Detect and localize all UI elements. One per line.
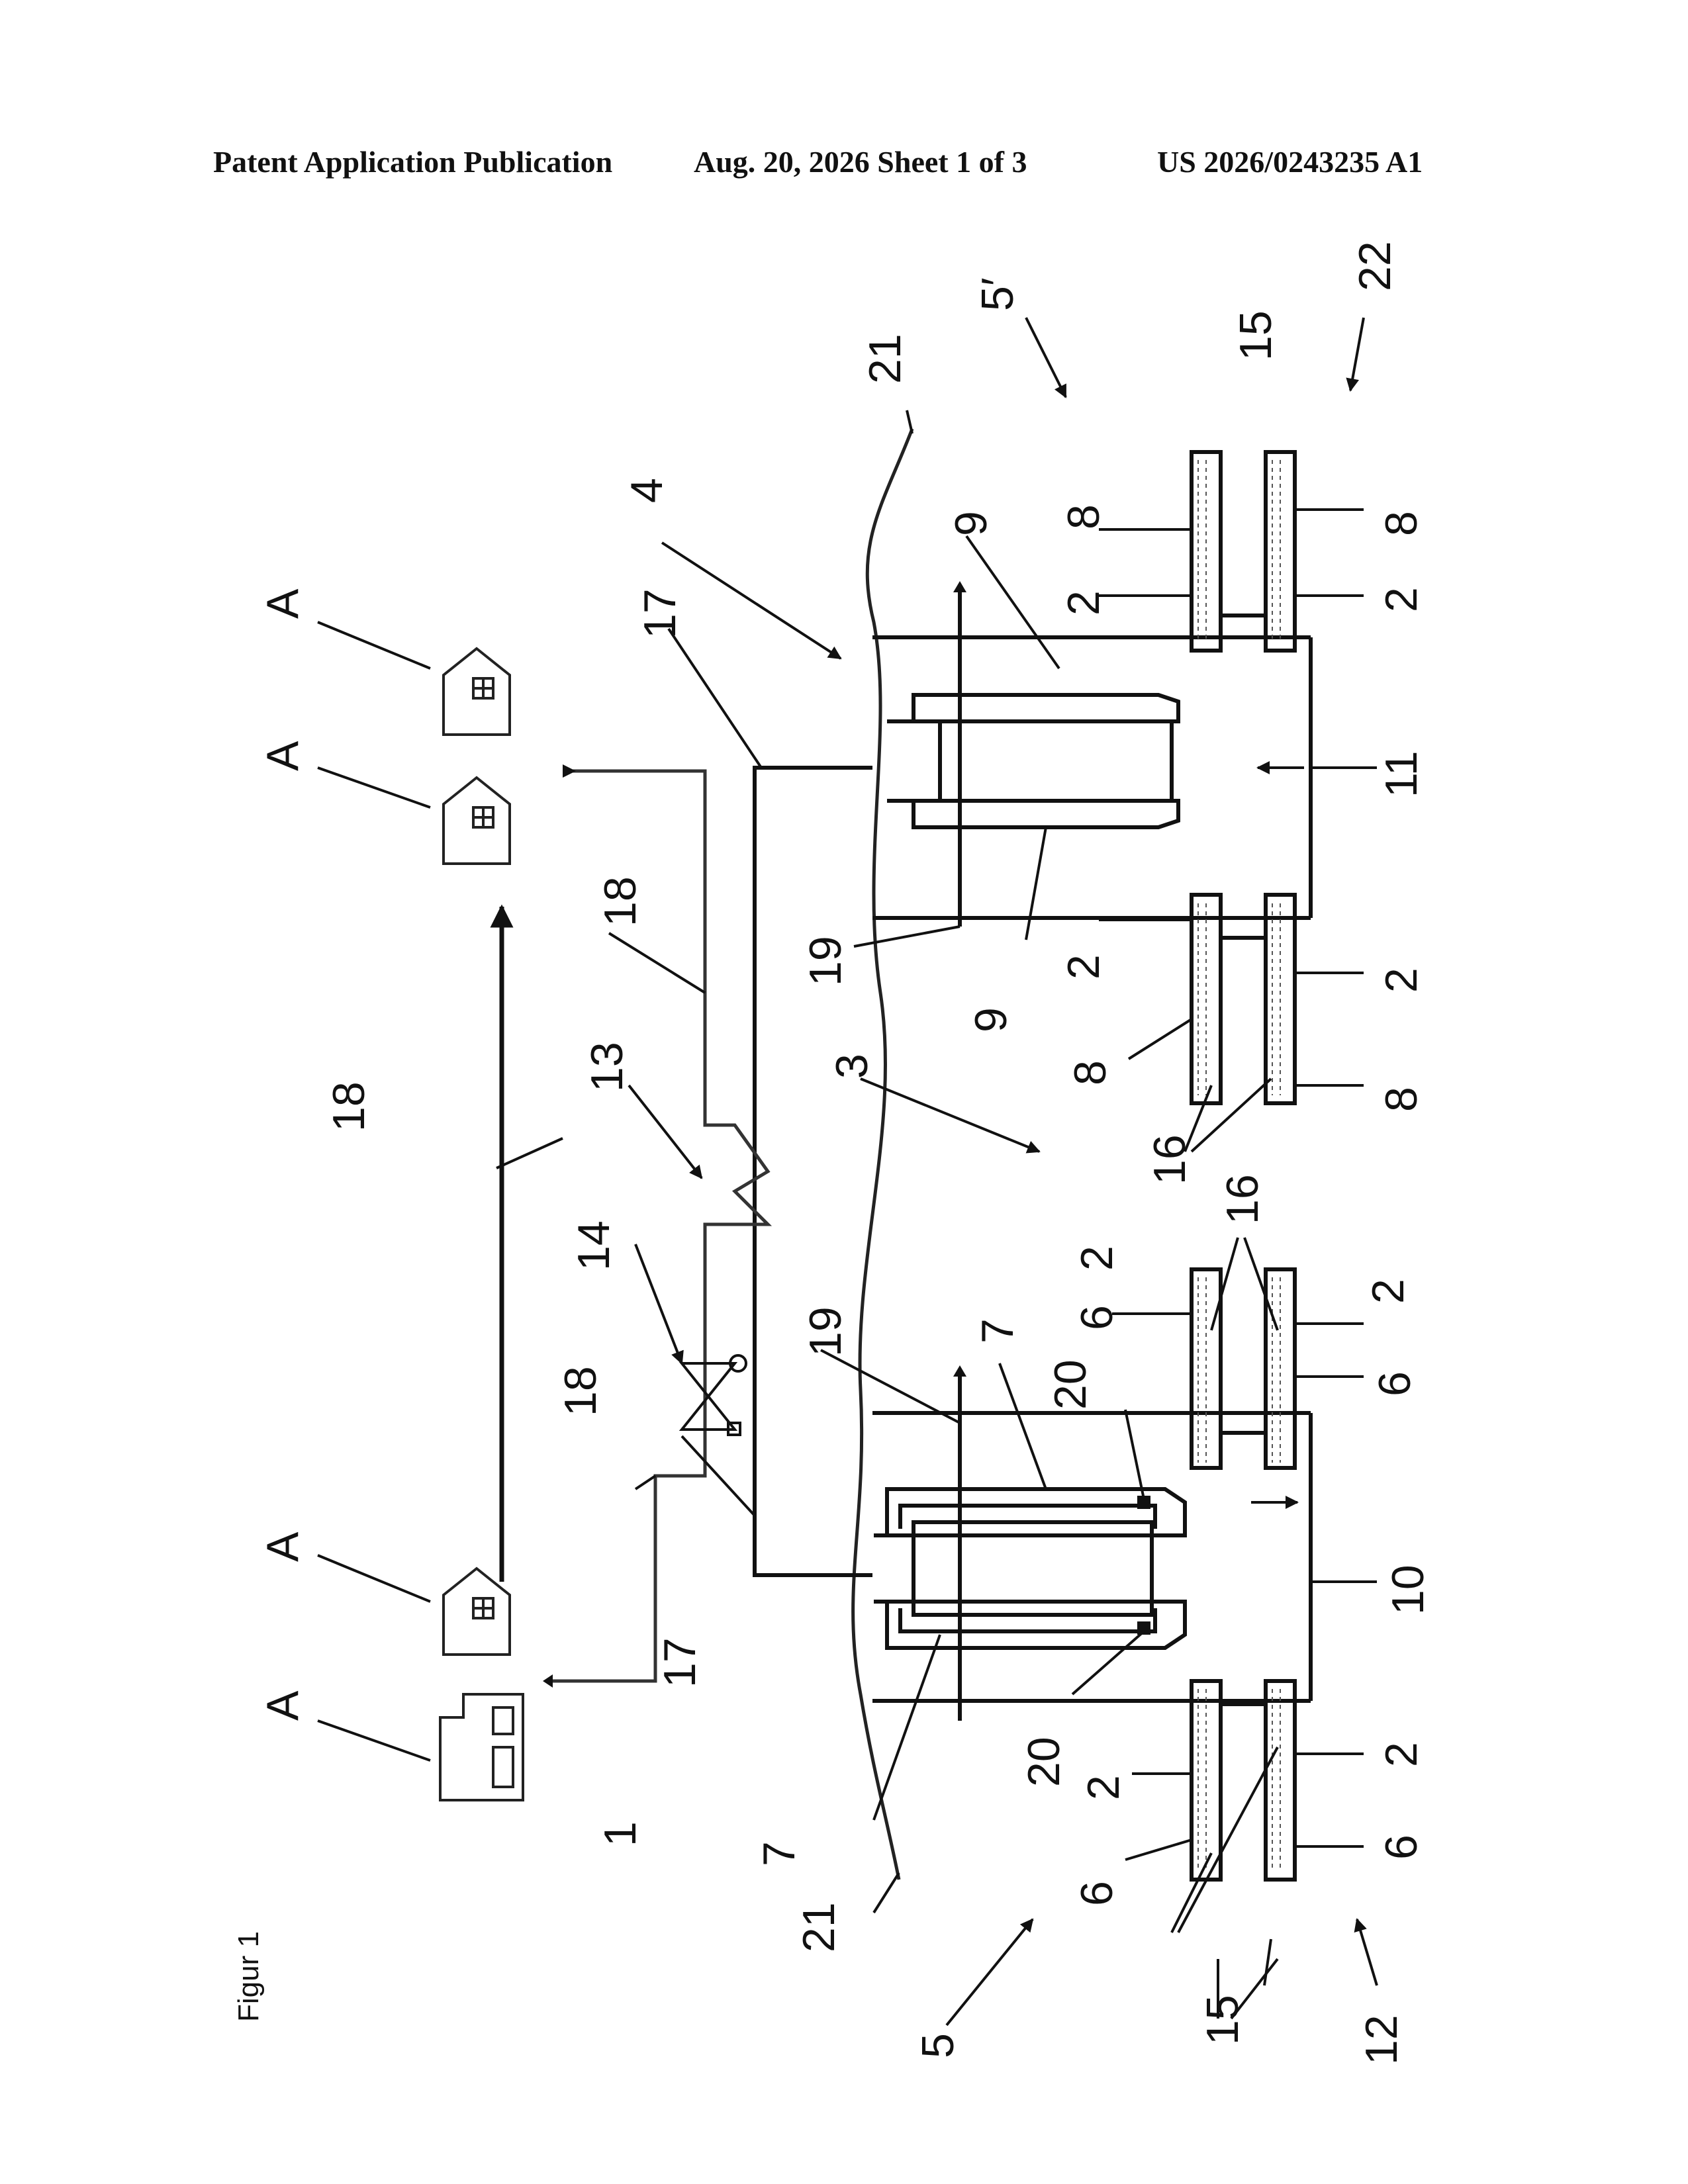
- lower-heat-exchanger-dashes: [1198, 1277, 1280, 1872]
- label-5-prime: 5′: [972, 277, 1023, 311]
- factory-icon: [440, 1694, 523, 1800]
- flow-arrow-return: [543, 1674, 553, 1688]
- label-6: 6: [1370, 1371, 1420, 1396]
- label-8: 8: [1376, 511, 1427, 536]
- label-9: 9: [966, 1007, 1016, 1032]
- label-6: 6: [1072, 1881, 1122, 1906]
- upper-heat-exchanger-dashes: [1198, 460, 1280, 1095]
- valve-14: [682, 1355, 746, 1435]
- label-18: 18: [595, 876, 645, 927]
- house-icon: [444, 649, 510, 735]
- leader-lines-A: [318, 622, 430, 1760]
- label-11: 11: [1376, 751, 1427, 797]
- label-2: 2: [1363, 1279, 1413, 1304]
- connecting-pipe-17: [755, 768, 872, 1575]
- ground-surface-line: [853, 429, 912, 1880]
- label-10: 10: [1383, 1565, 1433, 1615]
- upper-monitoring-marker: [953, 581, 966, 592]
- label-19: 19: [800, 1306, 851, 1357]
- label-2: 2: [1078, 1775, 1129, 1800]
- label-2: 2: [1058, 590, 1109, 615]
- label-18: 18: [555, 1366, 606, 1416]
- label-9: 9: [946, 511, 996, 536]
- label-2: 2: [1376, 1742, 1427, 1767]
- label-A: A: [258, 1531, 308, 1562]
- label-14: 14: [569, 1220, 619, 1271]
- label-16: 16: [1217, 1174, 1268, 1224]
- label-2: 2: [1376, 587, 1427, 612]
- label-8: 8: [1376, 1087, 1427, 1112]
- label-A: A: [258, 588, 308, 619]
- label-A: A: [258, 741, 308, 771]
- label-17: 17: [635, 588, 685, 639]
- house-icon: [444, 778, 510, 864]
- label-5: 5: [913, 2033, 963, 2058]
- label-15: 15: [1197, 1995, 1248, 2045]
- label-2: 2: [1058, 954, 1109, 979]
- label-2: 2: [1072, 1246, 1122, 1271]
- label-2: 2: [1376, 968, 1427, 993]
- lower-monitoring-marker: [953, 1365, 966, 1377]
- label-12: 12: [1356, 2015, 1407, 2065]
- label-8: 8: [1065, 1060, 1115, 1085]
- label-4: 4: [622, 478, 672, 503]
- figure-caption: Figur 1: [232, 1931, 265, 2022]
- flow-arrow-out: [563, 764, 576, 778]
- leader-lines: [496, 318, 1377, 2025]
- label-17: 17: [655, 1637, 705, 1688]
- label-A: A: [258, 1690, 308, 1721]
- label-18: 18: [324, 1081, 374, 1132]
- label-22: 22: [1350, 241, 1400, 291]
- label-16: 16: [1145, 1134, 1195, 1185]
- label-20: 20: [1019, 1737, 1069, 1787]
- label-13: 13: [582, 1042, 632, 1092]
- label-6: 6: [1072, 1305, 1122, 1330]
- label-7: 7: [972, 1318, 1023, 1343]
- label-21: 21: [860, 334, 910, 384]
- upper-site-structure: [872, 452, 1311, 1103]
- label-15: 15: [1231, 310, 1281, 361]
- label-1: 1: [595, 1821, 645, 1846]
- label-6: 6: [1376, 1835, 1427, 1860]
- label-21: 21: [794, 1902, 844, 1952]
- label-8: 8: [1058, 504, 1109, 529]
- label-19: 19: [800, 936, 851, 986]
- label-3: 3: [827, 1054, 877, 1079]
- label-20: 20: [1045, 1359, 1096, 1410]
- label-7: 7: [754, 1841, 804, 1866]
